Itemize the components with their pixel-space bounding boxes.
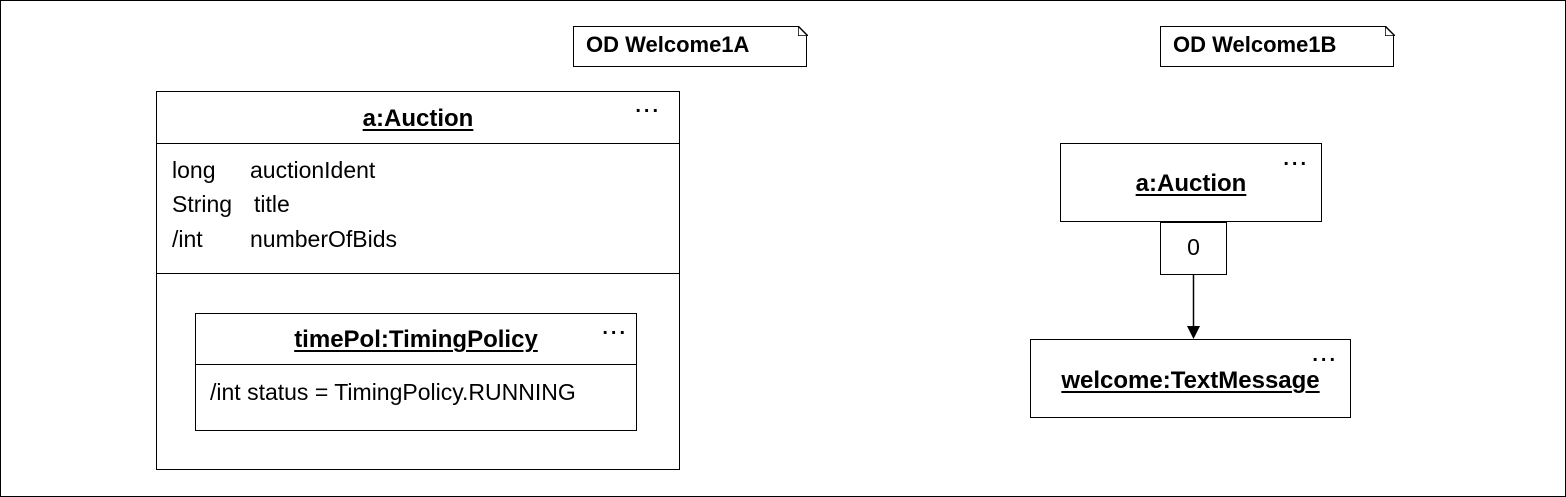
attribute-name-auctionident: auctionIdent xyxy=(250,157,376,183)
timing-status-attribute: /int status = TimingPolicy.RUNNING xyxy=(210,379,576,405)
diagram-title-1a: OD Welcome1A xyxy=(586,32,750,57)
diagram-title-note-1b: OD Welcome1B xyxy=(1160,25,1395,67)
auction-object-1b[interactable]: a:Auction ... xyxy=(1060,143,1322,222)
attribute-name-title: title xyxy=(254,191,290,217)
timing-policy-object[interactable]: timePol:TimingPolicy ... /int status = T… xyxy=(195,313,637,431)
more-icon: ... xyxy=(635,95,661,117)
auction-object-name: a:Auction xyxy=(362,105,474,132)
more-icon: ... xyxy=(1283,148,1309,170)
attribute-type-auctionident: long xyxy=(172,157,216,183)
diagram-title-note-1a: OD Welcome1A xyxy=(573,25,808,67)
text-message-object[interactable]: welcome:TextMessage ... xyxy=(1030,339,1351,418)
diagram-title-1b: OD Welcome1B xyxy=(1173,32,1337,57)
name-divider xyxy=(157,143,679,144)
auction-object-1a[interactable]: a:Auction ... long auctionIdent String t… xyxy=(156,91,680,470)
text-message-name: welcome:TextMessage xyxy=(1061,367,1320,394)
note-fold-icon xyxy=(797,25,808,36)
timing-name-divider xyxy=(196,364,636,365)
auction-object-name: a:Auction xyxy=(1135,170,1247,197)
more-icon: ... xyxy=(602,317,628,339)
timing-policy-name: timePol:TimingPolicy xyxy=(294,326,538,353)
qualifier-box: 0 xyxy=(1160,222,1227,275)
note-fold-icon xyxy=(1384,25,1395,36)
attribute-type-numberofbids: /int xyxy=(172,226,203,252)
attribute-type-title: String xyxy=(172,191,233,217)
more-icon: ... xyxy=(1312,344,1338,366)
attributes-divider xyxy=(157,273,679,274)
attribute-name-numberofbids: numberOfBids xyxy=(250,226,398,252)
